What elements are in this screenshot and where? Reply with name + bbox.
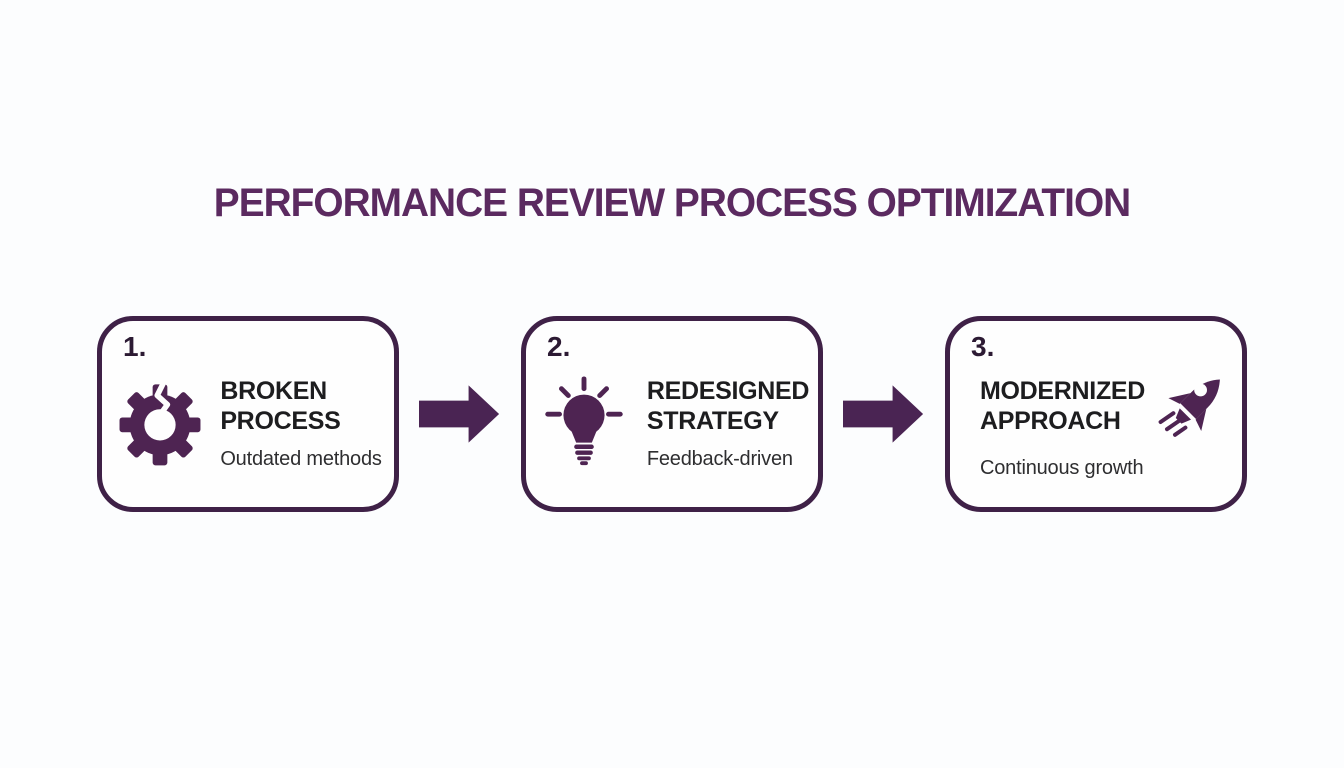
page-title: PERFORMANCE REVIEW PROCESS OPTIMIZATION — [213, 181, 1131, 225]
step-subtitle: Outdated methods — [220, 447, 382, 470]
step-number: 1. — [123, 331, 147, 362]
broken-gear-icon — [114, 377, 206, 469]
step-number: 3. — [971, 331, 995, 362]
process-flow: 1. — [0, 316, 1344, 512]
step-heading: REDESIGNED STRATEGY — [646, 376, 810, 436]
arrow-right-icon — [419, 380, 501, 448]
step-subtitle: Feedback-driven — [646, 447, 793, 470]
arrow-right-icon — [843, 380, 925, 448]
step-heading: MODERNIZED APPROACH — [980, 376, 1146, 436]
step-card-modernized-approach: 3. MODERNIZED APPROACH — [945, 316, 1247, 512]
step-subtitle: Continuous growth — [980, 457, 1144, 479]
step-card-broken-process: 1. — [97, 316, 399, 512]
step-card-redesigned-strategy: 2. — [521, 316, 823, 512]
rocket-icon — [1151, 366, 1231, 446]
step-heading: BROKEN PROCESS — [220, 376, 341, 436]
lightbulb-icon — [535, 374, 633, 472]
infographic-canvas: PERFORMANCE REVIEW PROCESS OPTIMIZATION … — [0, 181, 1344, 768]
step-number: 2. — [547, 331, 571, 362]
